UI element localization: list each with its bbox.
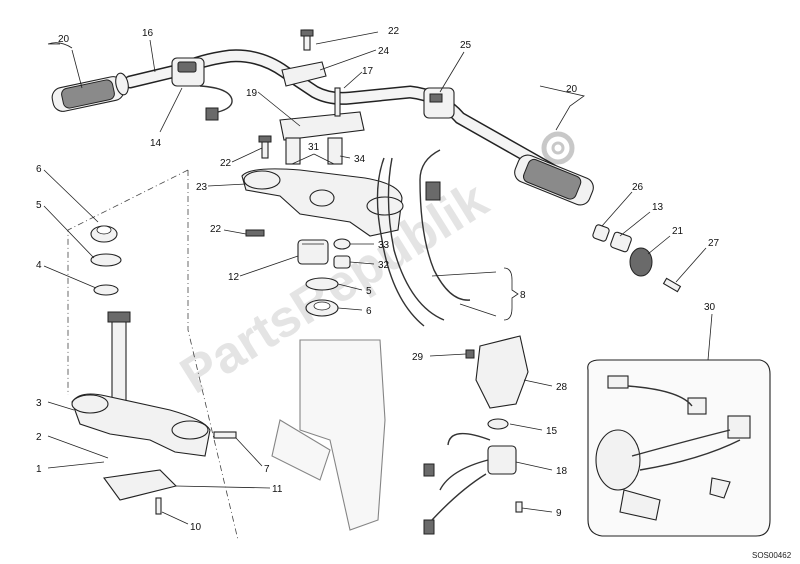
frame-outline — [271, 339, 386, 531]
callout-2: 2 — [36, 432, 42, 443]
callout-28: 28 — [556, 382, 568, 393]
handlebar-clamp-upper — [281, 29, 327, 87]
callout-5: 5 — [36, 200, 42, 211]
callout-17: 17 — [362, 66, 374, 77]
callout-4: 4 — [36, 260, 42, 271]
right-grip — [514, 154, 594, 206]
callout-12: 12 — [228, 272, 240, 283]
callout-26: 26 — [632, 182, 644, 193]
callout-31: 31 — [308, 142, 320, 153]
callout-9: 9 — [556, 508, 562, 519]
ignition-switch-18 — [423, 432, 517, 535]
callout-20: 20 — [58, 34, 70, 45]
callout-23: 23 — [196, 182, 208, 193]
guide-line-vertical — [187, 170, 239, 541]
callout-33: 33 — [378, 240, 390, 251]
callout-18: 18 — [556, 466, 568, 477]
bolt-7 — [213, 431, 237, 439]
callout-27: 27 — [708, 238, 720, 249]
screw-27 — [662, 277, 682, 293]
bar-end-13 — [610, 231, 632, 253]
callout-14: 14 — [150, 138, 162, 149]
callout-29: 29 — [412, 352, 424, 363]
diagram-code: SOS00462 — [752, 551, 792, 560]
bearing-6b — [305, 299, 339, 317]
spacer-32 — [333, 255, 351, 269]
callout-10: 10 — [190, 522, 202, 533]
connector-plug — [425, 181, 441, 201]
steering-nut — [297, 239, 329, 265]
left-grip — [51, 72, 129, 112]
screw-10 — [155, 497, 162, 515]
callout-24: 24 — [378, 46, 390, 57]
gear-watermark-icon — [541, 131, 575, 165]
seal-5b — [305, 277, 339, 291]
callout-6: 6 — [36, 164, 42, 175]
callout-7: 7 — [264, 464, 270, 475]
bar-end-weight-21 — [629, 247, 653, 277]
callout-22: 22 — [210, 224, 222, 235]
wiring-harness — [376, 149, 471, 327]
screw-9 — [515, 501, 523, 513]
right-switch-housing — [423, 87, 455, 119]
callout-3: 3 — [36, 398, 42, 409]
callout-6: 6 — [366, 306, 372, 317]
ignition-bracket-28 — [475, 335, 529, 409]
callout-22: 22 — [220, 158, 232, 169]
callout-11: 11 — [272, 484, 283, 495]
washer-15 — [487, 418, 509, 430]
callout-30: 30 — [704, 302, 716, 313]
callout-32: 32 — [378, 260, 390, 271]
plate-11 — [103, 469, 178, 501]
callout-5: 5 — [366, 286, 372, 297]
callout-19: 19 — [246, 88, 258, 99]
left-switch-housing — [171, 57, 233, 121]
callout-15: 15 — [546, 426, 558, 437]
bolt-22 — [258, 135, 272, 159]
screw-29 — [465, 349, 475, 359]
callout-13: 13 — [652, 202, 664, 213]
inset-panel-30 — [587, 359, 771, 537]
washer-4 — [93, 284, 119, 296]
leader-lines — [43, 31, 713, 525]
callout-22: 22 — [388, 26, 400, 37]
callout-16: 16 — [142, 28, 154, 39]
callout-8: 8 — [520, 290, 526, 301]
callout-34: 34 — [354, 154, 366, 165]
guide-line-left — [67, 169, 189, 395]
callout-1: 1 — [36, 464, 42, 475]
top-triple-clamp — [241, 168, 404, 237]
seal-5a — [90, 253, 122, 267]
riser-clamps — [279, 87, 365, 165]
callout-25: 25 — [460, 40, 472, 51]
callout-21: 21 — [672, 226, 684, 237]
washer-33 — [333, 238, 351, 250]
callout-20: 20 — [566, 84, 578, 95]
bar-end-26 — [592, 224, 610, 242]
lower-triple-clamp — [71, 393, 211, 457]
bearing-6a — [90, 225, 118, 243]
callout-labels: 20 16 14 22 24 17 19 25 20 22 31 34 23 6… — [36, 26, 720, 533]
